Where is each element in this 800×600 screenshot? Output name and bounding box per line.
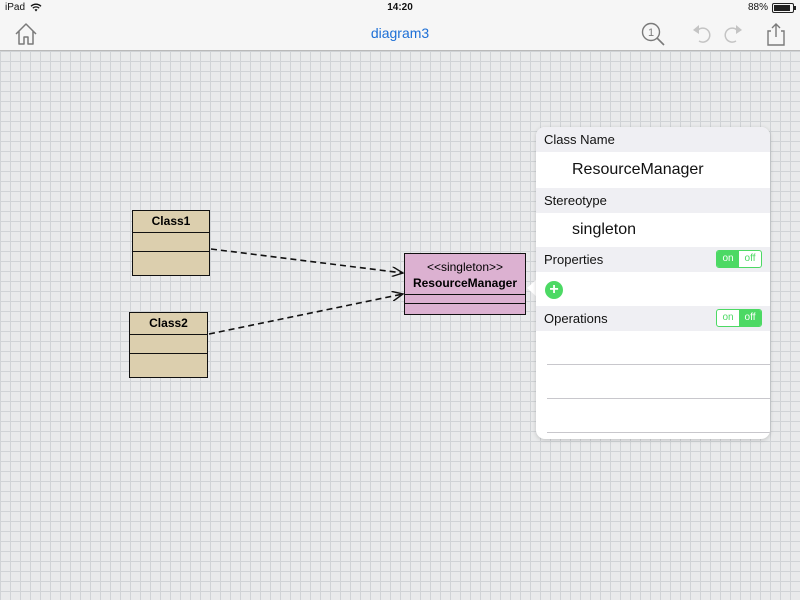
- class-box-resourcemanager[interactable]: <<singleton>> ResourceManager: [404, 253, 526, 315]
- device-name: iPad: [5, 2, 26, 13]
- operations-toggle[interactable]: on off: [716, 309, 762, 327]
- connector-layer: [208, 248, 800, 335]
- operation-row-divider: [547, 432, 770, 433]
- operations-section: [405, 304, 525, 313]
- class-name: Class1: [133, 211, 209, 233]
- toolbar: diagram3 1: [0, 16, 800, 51]
- stereotype-field[interactable]: singleton: [572, 221, 637, 238]
- attributes-section: [133, 233, 209, 252]
- attributes-section: [130, 335, 207, 354]
- properties-toggle[interactable]: on off: [716, 250, 762, 268]
- operation-row-divider: [547, 364, 770, 365]
- home-icon[interactable]: [13, 21, 39, 47]
- properties-header: Properties on off: [536, 247, 770, 272]
- properties-label: Properties: [544, 252, 604, 267]
- stereotype-header: Stereotype: [536, 188, 770, 213]
- undo-icon[interactable]: [690, 21, 716, 47]
- class-name: ResourceManager: [412, 276, 518, 290]
- stereotype-label: <<singleton>>: [426, 260, 504, 274]
- clock: 14:20: [387, 2, 413, 13]
- status-bar: iPad 14:20 88%: [0, 0, 800, 16]
- zoom-level: 1: [648, 27, 654, 39]
- battery-percent: 88%: [747, 2, 768, 13]
- class-inspector-popover: Class Name ResourceManager Stereotype si…: [536, 127, 770, 439]
- share-icon[interactable]: [763, 21, 789, 47]
- dependency-arrow-class2[interactable]: [208, 294, 403, 335]
- class-name-field[interactable]: ResourceManager: [572, 161, 704, 178]
- dependency-arrow-class1[interactable]: [210, 248, 403, 273]
- operations-toggle-on[interactable]: on: [722, 312, 734, 323]
- attributes-section: [405, 295, 525, 304]
- redo-icon[interactable]: [719, 21, 745, 47]
- operation-row-divider: [547, 398, 770, 399]
- operations-section: [130, 354, 207, 373]
- operations-toggle-off[interactable]: off: [739, 310, 761, 326]
- document-title: diagram3: [370, 25, 430, 41]
- operations-label: Operations: [544, 311, 608, 326]
- operations-header: Operations on off: [536, 306, 770, 331]
- class-box-class2[interactable]: Class2: [129, 312, 208, 378]
- battery-icon: [772, 2, 796, 13]
- zoom-icon[interactable]: 1: [640, 21, 666, 47]
- properties-toggle-off[interactable]: off: [744, 253, 756, 264]
- add-property-button[interactable]: +: [545, 281, 563, 299]
- class-name: Class2: [130, 313, 207, 335]
- wifi-icon: [30, 3, 42, 12]
- properties-toggle-on[interactable]: on: [717, 251, 739, 267]
- popover-arrow: [527, 279, 537, 297]
- class-box-class1[interactable]: Class1: [132, 210, 210, 276]
- operations-section: [133, 252, 209, 271]
- class-name-header: Class Name: [536, 127, 770, 152]
